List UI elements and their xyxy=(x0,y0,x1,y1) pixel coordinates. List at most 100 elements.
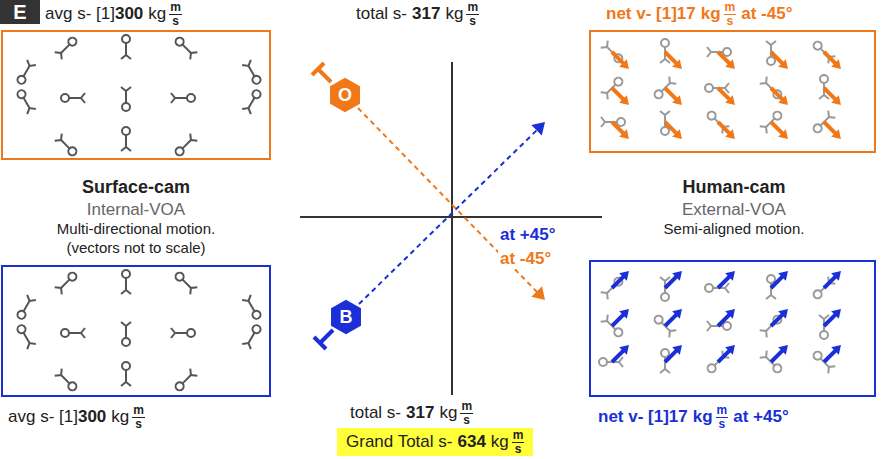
human-cam-box-orange xyxy=(590,31,875,152)
arrow-head xyxy=(619,309,629,319)
molecule-ball xyxy=(251,324,262,335)
molecule-ball xyxy=(661,293,669,301)
label-text: Surface-cam xyxy=(82,176,190,199)
molecule-icon xyxy=(705,283,729,293)
molecule-stick xyxy=(61,375,70,384)
molecule-ball xyxy=(706,363,717,374)
velocity-arrow xyxy=(612,88,625,101)
arrow-head xyxy=(725,95,735,105)
molecule-fork xyxy=(707,47,711,57)
hexagon-outline xyxy=(331,300,361,335)
label-text: Human-cam xyxy=(682,176,785,199)
molecule-fork xyxy=(187,134,197,144)
molecule-fork xyxy=(187,49,197,59)
molecule-fork xyxy=(760,351,770,361)
section-letter: E xyxy=(13,1,26,24)
velocity-arrow xyxy=(771,275,784,288)
arrow-head xyxy=(672,271,682,281)
molecule-fork xyxy=(666,327,676,337)
molecule-fork xyxy=(314,337,326,349)
arrow-head xyxy=(725,271,735,281)
molecule-icon xyxy=(61,328,85,338)
molecule-ball xyxy=(705,84,713,92)
velocity-arrow xyxy=(824,88,837,101)
molecule-icon xyxy=(599,357,623,367)
surface-cam-box-orange xyxy=(2,31,270,159)
molecule-ball xyxy=(767,57,775,65)
molecule-icon xyxy=(660,39,670,63)
molecule-ball xyxy=(61,329,69,337)
unit-denominator: s xyxy=(469,15,476,28)
molecule-fork xyxy=(171,93,175,103)
unit-numerator: m xyxy=(460,400,473,414)
label-text: total s- xyxy=(356,4,407,24)
molecule-stick xyxy=(69,332,82,334)
molecule-stick xyxy=(318,69,331,82)
arrow-head xyxy=(831,129,841,139)
molecule-ball xyxy=(174,36,185,47)
molecule-icon xyxy=(760,77,784,101)
velocity-arrow xyxy=(665,349,678,362)
molecule-stick xyxy=(61,279,70,288)
unit-numerator: m xyxy=(169,1,182,15)
molecule-fork xyxy=(121,382,131,386)
molecule-stick xyxy=(23,66,29,77)
molecule-ball xyxy=(599,358,607,366)
molecule-icon xyxy=(173,35,197,59)
molecule-fork xyxy=(760,77,770,87)
arrow-head xyxy=(672,345,682,355)
label-text: Multi-directional motion. xyxy=(57,220,215,239)
arrow-head xyxy=(778,271,788,281)
velocity-arrow xyxy=(718,275,731,288)
arrow-head xyxy=(778,59,788,69)
molecule-icon xyxy=(242,323,263,349)
molecule-fork xyxy=(81,328,85,338)
unit-numerator: m xyxy=(716,404,729,418)
molecule-stick xyxy=(175,97,188,99)
molecule-fork xyxy=(81,93,85,103)
velocity-arrow xyxy=(718,122,731,135)
molecule-fork xyxy=(666,77,676,87)
molecule-ball xyxy=(67,36,78,47)
label-text: 317 xyxy=(412,4,440,24)
label-text: kg xyxy=(111,407,129,427)
molecule-ball xyxy=(661,39,669,47)
unit-fraction: ms xyxy=(169,1,182,27)
molecule-icon xyxy=(601,275,625,299)
molecule-fork xyxy=(121,290,131,294)
unit-denominator: s xyxy=(463,414,470,427)
molecule-ball xyxy=(661,349,669,357)
molecule-ball xyxy=(67,381,78,392)
molecule-stick xyxy=(175,332,188,334)
molecule-fork xyxy=(660,369,670,373)
vertical-axis xyxy=(451,62,453,395)
arrow-head xyxy=(672,129,682,139)
molecule-stick xyxy=(61,140,70,149)
label-text: avg s- [1] xyxy=(45,4,115,24)
molecule-icon xyxy=(819,75,829,99)
molecule-stick xyxy=(249,301,255,312)
molecule-stick xyxy=(249,332,255,343)
molecule-ball xyxy=(820,75,828,83)
arrow-head xyxy=(725,59,735,69)
molecule-ball xyxy=(767,275,775,283)
molecule-fork xyxy=(601,117,605,127)
molecule-icon xyxy=(819,315,829,339)
camera-caption: Human-camExternal-VOASemi-aligned motion… xyxy=(590,176,878,239)
molecule-icon xyxy=(173,134,197,158)
label-text: kg xyxy=(701,4,721,24)
molecule-ball xyxy=(613,327,624,338)
molecule-icon xyxy=(660,277,670,301)
label-text: Grand Total s- xyxy=(346,432,452,452)
label-text: net v- [1]17 xyxy=(598,407,688,427)
value-line: at +45° xyxy=(498,225,557,245)
molecule-fork xyxy=(242,106,253,114)
label-text: at +45° xyxy=(498,225,557,245)
unit-fraction: ms xyxy=(724,1,737,27)
unit-denominator: s xyxy=(719,418,726,431)
molecule-ball xyxy=(723,48,731,56)
molecule-ball xyxy=(723,322,731,330)
surface-cam-box-blue xyxy=(2,266,270,396)
value-line: net v- [1]17kgmsat +45° xyxy=(598,404,789,430)
unit-numerator: m xyxy=(512,429,525,443)
